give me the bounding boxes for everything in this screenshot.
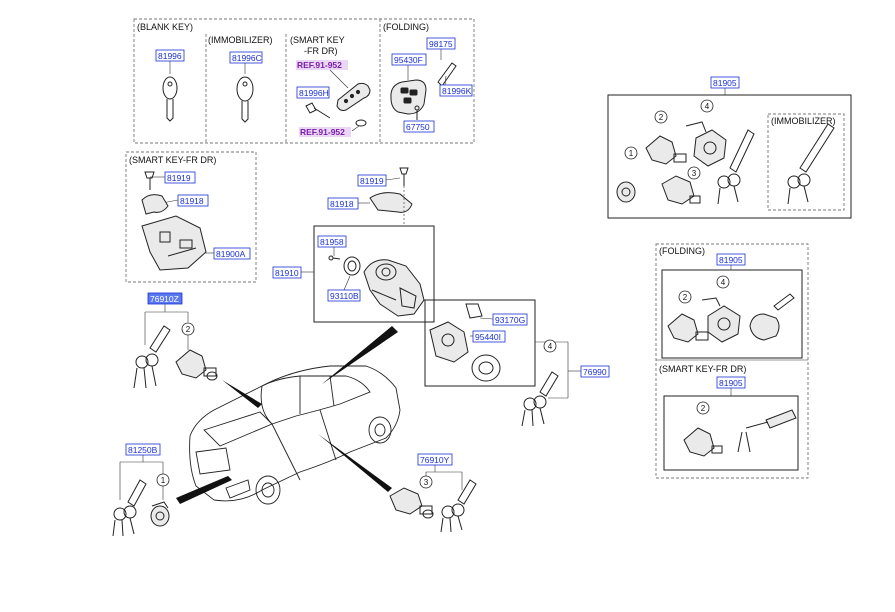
section-folding-right: (FOLDING) — [659, 246, 705, 256]
callout-3-bottom: 3 — [424, 478, 429, 487]
part-81918-center[interactable]: 81918 — [330, 199, 354, 209]
callout-2-smart: 2 — [701, 404, 706, 413]
center-keys-icon — [521, 371, 559, 427]
part-81905-top[interactable]: 81905 — [713, 78, 737, 88]
section-blank-key: (BLANK KEY) — [137, 22, 193, 32]
bolt-icon — [144, 171, 155, 190]
fr-dr-latch-housing-icon — [141, 215, 207, 271]
callout-2-folding: 2 — [683, 293, 688, 302]
part-81905-smart[interactable]: 81905 — [719, 378, 743, 388]
part-81918-left[interactable]: 81918 — [180, 196, 204, 206]
glove-box-cylinder-icon-top-right — [616, 181, 636, 203]
key-set-81905-immobilizer-group: 81905 (IMMOBILIZER) 2 4 1 3 — [607, 76, 852, 219]
section-smart-key-line2: -FR DR) — [304, 46, 338, 56]
part-81996c[interactable]: 81996C — [232, 53, 262, 63]
key-set-76910z-group: 76910Z 2 — [133, 292, 218, 389]
immobilizer-key-icon — [236, 76, 254, 123]
shear-cover-icon — [141, 194, 169, 215]
ignition-lock-frame — [313, 225, 435, 323]
glove-box-cylinder-icon — [150, 501, 170, 527]
part-95440i[interactable]: 95440I — [475, 332, 501, 342]
ignition-lock-group: 81919 81918 81958 81910 93110B — [272, 167, 435, 323]
car-illustration — [189, 365, 401, 505]
section-smart-key-line1: (SMART KEY — [290, 35, 345, 45]
part-81905-folding[interactable]: 81905 — [719, 255, 743, 265]
door-cylinder-icon-bottom — [389, 487, 434, 519]
folding-blade-icon — [437, 62, 457, 87]
part-93170g[interactable]: 93170G — [495, 315, 525, 325]
callout-4-top-right: 4 — [705, 102, 710, 111]
part-81250b[interactable]: 81250B — [128, 445, 158, 455]
door-cylinder-icon-top-right — [645, 135, 687, 165]
folding-smart-key-frame — [655, 243, 809, 479]
part-81996h[interactable]: 81996H — [299, 88, 329, 98]
key-set-keys-icon — [133, 325, 171, 389]
part-81996k[interactable]: 81996K — [442, 86, 472, 96]
smart-key-fr-dr-frame — [125, 151, 257, 283]
small-screw-icon — [328, 255, 341, 261]
pointer-arrows — [176, 326, 398, 504]
section-immobilizer: (IMMOBILIZER) — [208, 35, 273, 45]
part-93110b[interactable]: 93110B — [330, 291, 359, 301]
callout-4-center: 4 — [548, 342, 553, 351]
section-folding: (FOLDING) — [383, 22, 429, 32]
center-bolt-icon — [399, 167, 409, 186]
blank-key-icon — [162, 76, 178, 122]
part-81919-center[interactable]: 81919 — [360, 176, 384, 186]
callout-1-top-right: 1 — [629, 149, 634, 158]
bottom-left-keys-icon — [112, 479, 147, 537]
ref-91-952-lower[interactable]: REF.91-952 — [300, 127, 345, 137]
immobilizer-keys-icon — [787, 123, 835, 205]
cylinder-76990-group: 93170G 95440I 76990 4 — [424, 299, 610, 427]
trunk-cylinder-icon-top-right — [661, 175, 701, 205]
smart-key-fob-icon — [336, 82, 371, 111]
bottom-center-keys-icon — [440, 479, 477, 533]
ref-91-952-upper[interactable]: REF.91-952 — [297, 60, 342, 70]
part-76910z[interactable]: 76910Z — [150, 294, 179, 304]
emergency-key-icon — [305, 102, 331, 119]
part-81996[interactable]: 81996 — [158, 51, 182, 61]
screw-icon — [414, 105, 420, 120]
callout-4-folding: 4 — [721, 278, 726, 287]
smart-emergency-key-icon — [737, 409, 797, 453]
folding-key-icon-right — [749, 293, 795, 341]
battery-icon — [355, 119, 367, 127]
part-98175[interactable]: 98175 — [429, 39, 453, 49]
folding-key-fob-icon — [390, 79, 427, 115]
section-smart-key-fr-dr-right: (SMART KEY-FR DR) — [659, 364, 746, 374]
ring-antenna-icon — [343, 256, 361, 276]
callout-2-top-right: 2 — [659, 113, 664, 122]
callout-2-left: 2 — [186, 325, 191, 334]
key-variants-frame — [133, 18, 475, 144]
smart-key-fr-dr-group: (SMART KEY-FR DR) 81919 81918 81900A — [125, 151, 257, 283]
smart-door-cylinder-icon — [683, 427, 723, 457]
immobilizer-set-frame — [607, 94, 852, 219]
part-81900a[interactable]: 81900A — [216, 249, 246, 259]
part-81919-left[interactable]: 81919 — [167, 173, 191, 183]
part-76910y[interactable]: 76910Y — [420, 455, 450, 465]
key-set-76910y-group: 76910Y 3 — [389, 453, 477, 533]
folding-door-cylinder-icon — [667, 313, 709, 343]
folding-smart-key-group: (FOLDING) 81905 2 4 (SMART KEY-FR DR) 81… — [655, 243, 809, 479]
door-cylinder-icon-left — [175, 349, 218, 381]
callout-3-top-right: 3 — [692, 169, 697, 178]
part-76990[interactable]: 76990 — [583, 367, 607, 377]
part-81958[interactable]: 81958 — [320, 237, 344, 247]
ignition-lock-body-icon — [363, 259, 425, 317]
cylinder-76990-frame — [424, 299, 536, 387]
key-variants-group: (BLANK KEY) (IMMOBILIZER) (SMART KEY -FR… — [133, 18, 475, 144]
part-67750[interactable]: 67750 — [406, 122, 430, 132]
trunk-cylinder-icon — [429, 303, 501, 382]
center-shear-cover-icon — [369, 192, 413, 213]
callout-1-bottom: 1 — [161, 476, 166, 485]
ignition-cylinder-icon-top-right — [685, 121, 727, 167]
folding-ignition-cylinder-icon — [701, 297, 741, 343]
key-set-81250b-group: 81250B 1 — [112, 443, 170, 537]
part-81910[interactable]: 81910 — [275, 268, 299, 278]
keys-icon-top-right — [717, 129, 755, 205]
part-95430f[interactable]: 95430F — [394, 55, 423, 65]
section-smart-key-fr-dr: (SMART KEY-FR DR) — [129, 155, 216, 165]
section-immobilizer-right: (IMMOBILIZER) — [771, 116, 836, 126]
